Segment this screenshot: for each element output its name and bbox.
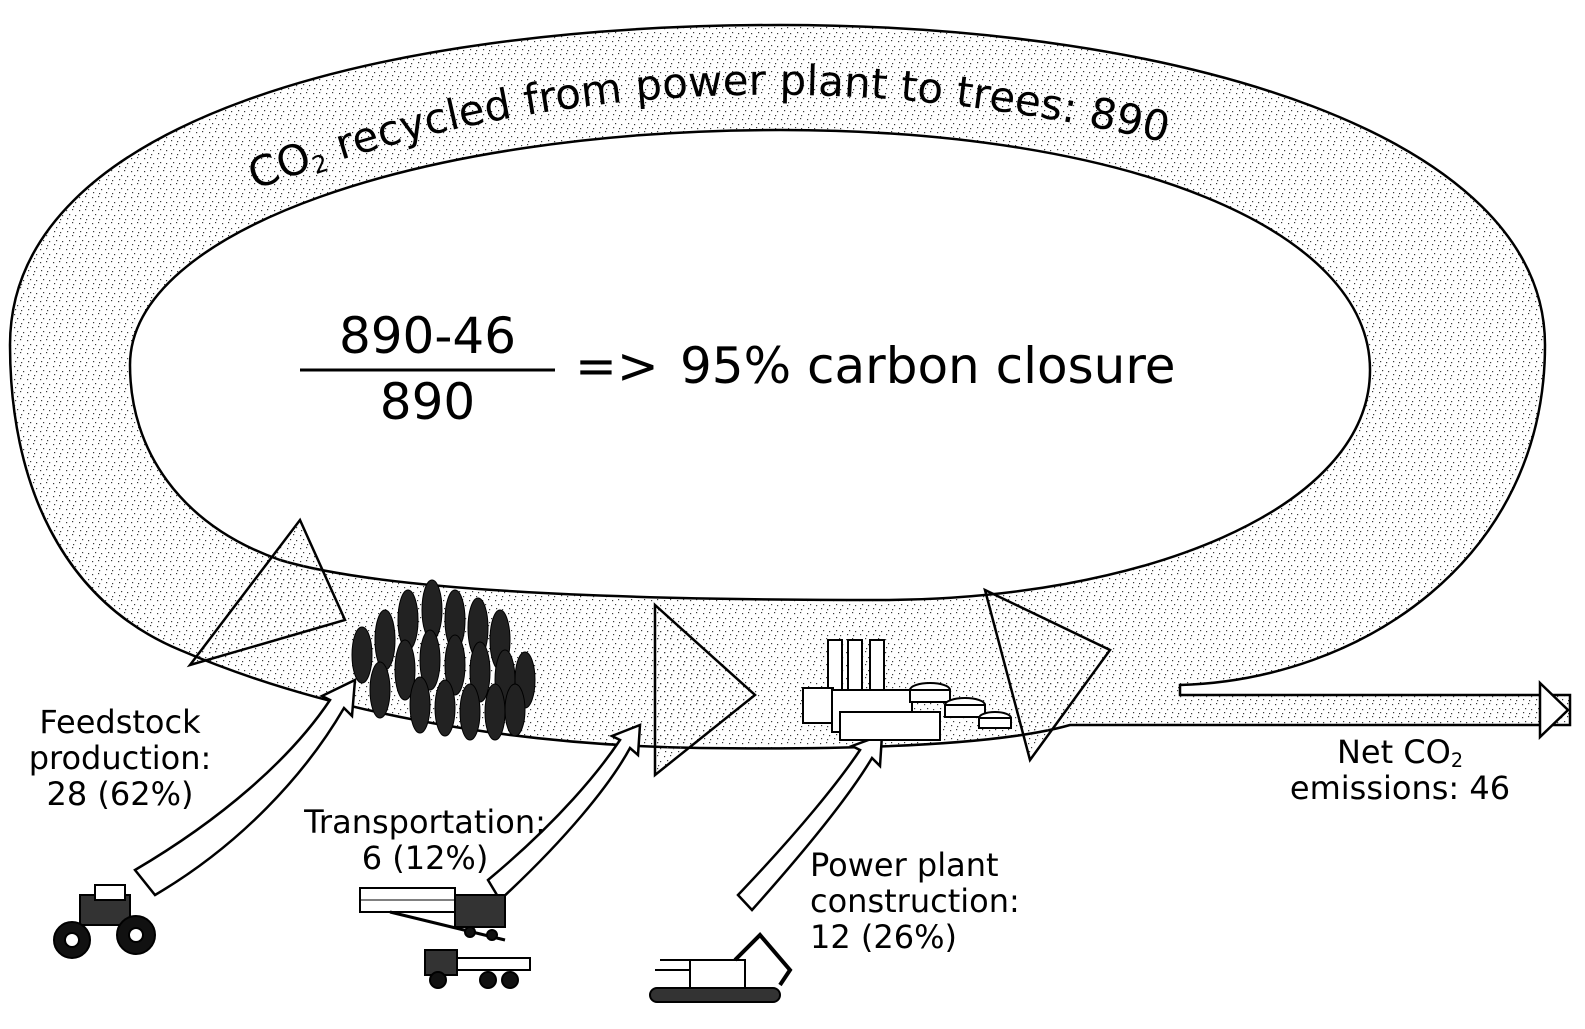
carbon-closure-result: 95% carbon closure	[680, 337, 1176, 395]
tractor-icon	[53, 884, 156, 959]
feedstock-label: Feedstock production: 28 (62%)	[28, 703, 212, 813]
trees-icon	[351, 579, 536, 741]
power-plant-input-arrow	[736, 733, 884, 912]
power-plant-construction-label: Power plant construction: 12 (26%)	[810, 846, 1020, 956]
flow-arrow-2	[653, 602, 757, 778]
truck-icon	[424, 949, 531, 989]
equation-denominator: 890	[379, 373, 476, 431]
power-plant-icon	[802, 639, 1012, 741]
excavator-icon	[649, 932, 793, 1003]
net-emissions-arrow-head	[1538, 680, 1570, 740]
feedstock-input-arrow	[133, 677, 357, 897]
flow-arrow-3	[983, 587, 1112, 763]
equation-numerator: 890-46	[338, 307, 517, 365]
net-emissions-label: Net CO2 emissions: 46	[1289, 733, 1511, 808]
train-icon	[359, 887, 506, 942]
transportation-label: Transportation: 6 (12%)	[304, 803, 546, 877]
flow-arrow-1	[186, 517, 347, 668]
transportation-input-arrow	[486, 723, 642, 902]
equation-arrow: =>	[575, 337, 659, 395]
